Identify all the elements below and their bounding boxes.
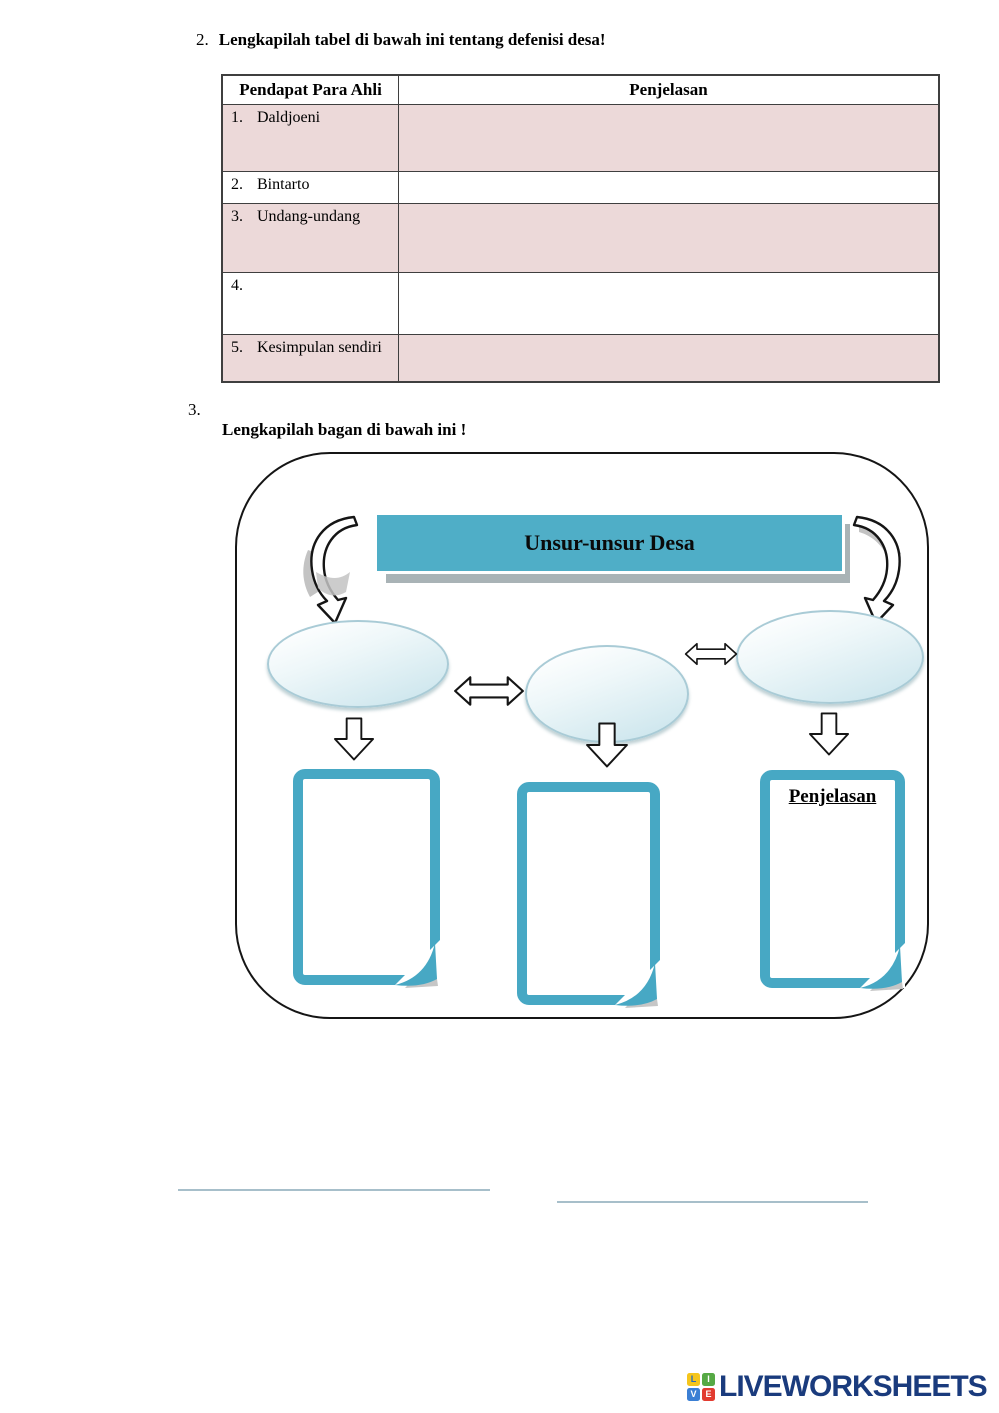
- answer-cell-daldjoeni[interactable]: [398, 104, 940, 172]
- expert-cell-daldjoeni: 1. Daldjoeni: [221, 104, 399, 172]
- row-number: 5.: [231, 339, 243, 356]
- logo-tile-e: E: [702, 1388, 715, 1401]
- answer-cell-kesimpulan[interactable]: [398, 334, 940, 383]
- table-header-row: Pendapat Para Ahli Penjelasan: [221, 74, 940, 105]
- section2-number: 2.: [196, 30, 209, 49]
- section3-title: Lengkapilah bagan di bawah ini !: [222, 420, 467, 439]
- table-row: 3. Undang-undang: [221, 203, 940, 273]
- logo-tile-l: L: [687, 1373, 700, 1386]
- answer-cell-bintarto[interactable]: [398, 171, 940, 204]
- row-label: [257, 277, 392, 295]
- header-pendapat: Pendapat Para Ahli: [221, 74, 399, 105]
- diagram-banner: Unsur-unsur Desa: [377, 515, 842, 571]
- definition-table: Pendapat Para Ahli Penjelasan 1. Daldjoen…: [221, 74, 940, 383]
- row-number: 1.: [231, 109, 243, 126]
- logo-text: LIVEWORKSHEETS: [719, 1370, 988, 1403]
- row-label: Bintarto: [257, 176, 310, 193]
- answer-box-2[interactable]: [517, 782, 668, 1013]
- expert-cell-bintarto: 2. Bintarto: [221, 171, 399, 204]
- answer-cell-4[interactable]: [398, 272, 940, 335]
- expert-cell-kesimpulan: 5. Kesimpulan sendiri: [221, 334, 399, 383]
- curved-arrow-right-icon: [852, 515, 901, 624]
- logo-tile-v: V: [687, 1388, 700, 1401]
- expert-cell-undang-undang: 3. Undang-undang: [221, 203, 399, 273]
- answer-line-2[interactable]: [557, 1201, 868, 1203]
- expert-cell-4[interactable]: 4.: [221, 272, 399, 335]
- section2-heading: 2. Lengkapilah tabel di bawah ini tentan…: [196, 30, 606, 50]
- double-arrow-icon: [684, 642, 738, 666]
- section3-number: 3.: [188, 400, 201, 419]
- answer-line-1[interactable]: [178, 1189, 490, 1191]
- row-number: 3.: [231, 208, 243, 225]
- answer-cell-undang-undang[interactable]: [398, 203, 940, 273]
- down-arrow-icon: [333, 717, 375, 761]
- logo-tile-i: I: [702, 1373, 715, 1386]
- down-arrow-icon: [586, 722, 628, 768]
- row-label: Daldjoeni: [257, 109, 321, 126]
- diagram-ellipse-1[interactable]: [267, 620, 449, 708]
- double-arrow-icon: [454, 676, 524, 706]
- explanation-label: Penjelasan: [788, 786, 877, 807]
- down-arrow-icon: [808, 712, 850, 756]
- table-row: 1. Daldjoeni: [221, 104, 940, 172]
- liveworksheets-logo[interactable]: L I V E LIVEWORKSHEETS: [687, 1370, 988, 1404]
- table-row: 2. Bintarto: [221, 171, 940, 204]
- diagram-ellipse-3[interactable]: [736, 610, 924, 704]
- table-row: 4.: [221, 272, 940, 335]
- table-row: 5. Kesimpulan sendiri: [221, 334, 940, 383]
- row-label: Undang-undang: [257, 208, 361, 225]
- row-number: 2.: [231, 176, 243, 193]
- row-label: Kesimpulan sendiri: [257, 339, 382, 356]
- header-penjelasan: Penjelasan: [398, 74, 940, 105]
- logo-tiles-icon: L I V E: [687, 1373, 715, 1401]
- banner-title: Unsur-unsur Desa: [524, 530, 695, 555]
- curved-arrow-left-icon: [303, 515, 359, 624]
- answer-box-3[interactable]: [760, 770, 913, 996]
- answer-box-1[interactable]: [293, 769, 448, 993]
- section2-title: Lengkapilah tabel di bawah ini tentang d…: [218, 30, 606, 49]
- row-number: 4.: [231, 277, 243, 294]
